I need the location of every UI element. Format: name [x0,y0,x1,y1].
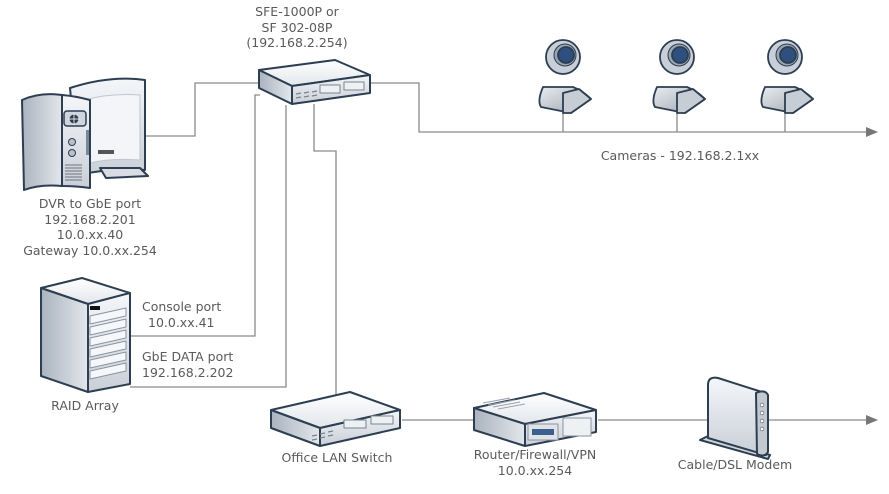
cameras-label: Cameras - 192.168.2.1xx [580,148,780,164]
link-raid-gbe [130,105,287,388]
link-switch-cameras [368,82,878,137]
dvr-label: DVR to GbE port 192.168.2.201 10.0.xx.40… [0,196,180,258]
dvr-computer-icon[interactable] [21,77,149,191]
camera-3-icon[interactable] [760,39,814,114]
raid-array-label-line-1: RAID Array [51,398,119,413]
gbe-data-port-label: GbE DATA port 192.168.2.202 [142,349,233,380]
router-label-line-2: 10.0.xx.254 [497,462,573,478]
link-switch-office [313,104,337,400]
router-firewall-icon[interactable] [473,392,597,447]
poe-switch-icon[interactable] [258,59,371,105]
poe-switch-label: SFE-1000P or SF 302-08P (192.168.2.254) [232,4,362,51]
poe-switch-label-line-1: SFE-1000P or [255,4,339,19]
office-lan-switch-label: Office LAN Switch [262,450,412,466]
console-port-label-line-2: 10.0.xx.41 [148,314,215,330]
camera-2-icon[interactable] [652,39,706,114]
raid-array-label: RAID Array [30,398,140,414]
dvr-label-line-3: 10.0.xx.40 [56,227,124,242]
cameras-label-line-1: Cameras - 192.168.2.1xx [600,148,760,163]
link-raid-console [130,94,260,337]
gbe-data-port-label-line-1: GbE DATA port [142,349,234,364]
camera-1-icon[interactable] [538,39,592,114]
office-lan-switch-label-line-1: Office LAN Switch [281,450,393,465]
modem-label-line-1: Cable/DSL Modem [677,457,793,472]
dvr-label-line-1: DVR to GbE port [38,196,142,211]
raid-array-icon[interactable] [40,277,131,393]
poe-switch-label-line-2: SF 302-08P [261,19,333,35]
dvr-label-line-4: Gateway 10.0.xx.254 [23,242,157,258]
router-label: Router/Firewall/VPN 10.0.xx.254 [455,447,615,478]
console-port-label-line-1: Console port [142,299,222,314]
dvr-label-line-2: 192.168.2.201 [44,211,136,227]
link-dvr-switch [145,82,258,137]
cable-dsl-modem-icon[interactable] [699,376,771,460]
router-label-line-1: Router/Firewall/VPN [473,447,597,462]
poe-switch-label-line-3: (192.168.2.254) [246,35,348,50]
modem-label: Cable/DSL Modem [665,457,805,473]
console-port-label: Console port 10.0.xx.41 [142,299,221,330]
gbe-data-port-label-line-2: 192.168.2.202 [142,364,234,380]
connection-lines [130,82,878,425]
office-lan-switch-icon[interactable] [270,391,401,447]
